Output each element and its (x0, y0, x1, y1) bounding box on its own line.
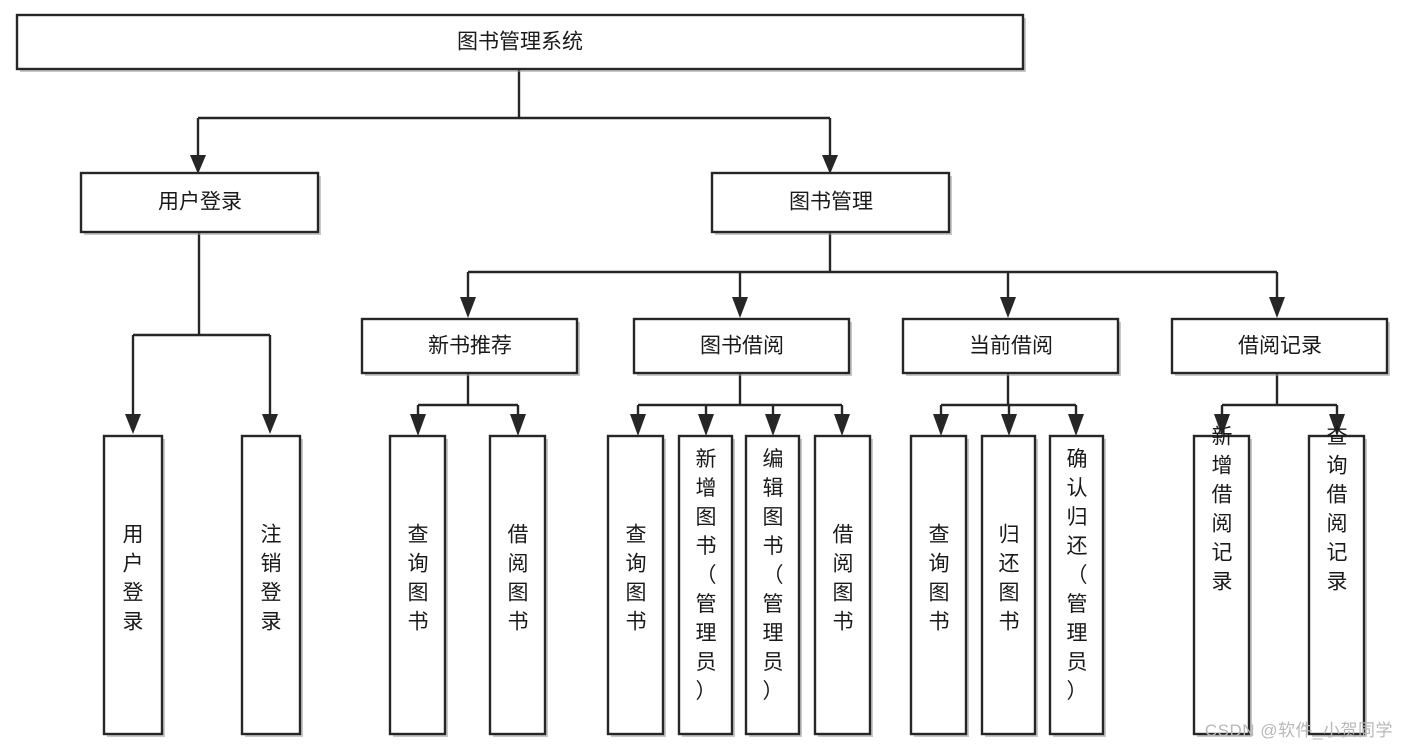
arrow-level2-current-borrow (1000, 297, 1016, 318)
node-leaf-query-book-3[interactable]: 查询图书 (909, 434, 969, 737)
node-leaf-add-record-label: 新增借阅记录 (1212, 426, 1233, 594)
arrow-bb-leaf-4 (834, 414, 850, 436)
node-leaf-borrow-book-1[interactable]: 借阅图书 (488, 434, 548, 737)
node-leaf-add-book[interactable]: 新增图书（管理员） (677, 434, 735, 737)
node-leaf-edit-book-box[interactable] (744, 434, 801, 736)
node-leaf-add-book-label: 新增图书（管理员） (696, 448, 717, 703)
node-borrow-record-label: 借阅记录 (1238, 335, 1322, 358)
node-user-login-label: 用户登录 (158, 191, 242, 214)
arrow-level2-book-borrow (732, 297, 748, 318)
arrow-bb-leaf-2 (698, 414, 714, 436)
node-leaf-confirm-return-box[interactable] (1048, 434, 1105, 736)
arrow-cb-leaf-2 (1001, 414, 1017, 436)
node-leaf-query-book-2[interactable]: 查询图书 (606, 434, 666, 737)
node-user-login-box[interactable] (79, 171, 320, 234)
node-leaf-user-login[interactable]: 用户登录 (102, 434, 165, 737)
arrow-user-login-leaf-2 (262, 414, 278, 434)
node-leaf-query-book-1[interactable]: 查询图书 (388, 434, 448, 737)
node-current-borrow[interactable]: 当前借阅 (901, 317, 1121, 376)
node-leaf-edit-book-label: 编辑图书（管理员） (763, 448, 784, 703)
node-leaf-add-record-box[interactable] (1192, 434, 1251, 736)
node-book-borrow-label: 图书借阅 (700, 335, 784, 358)
arrow-level2-new-book-recommend (460, 297, 476, 318)
node-book-management-box[interactable] (710, 171, 951, 234)
arrow-bb-leaf-1 (630, 414, 646, 436)
node-new-book-recommend-label: 新书推荐 (428, 335, 512, 358)
node-leaf-return-book-box[interactable] (980, 434, 1037, 736)
node-new-book-recommend[interactable]: 新书推荐 (360, 317, 580, 376)
node-leaf-query-book-3-label: 查询图书 (929, 524, 950, 634)
node-leaf-query-record[interactable]: 查询借阅记录 (1307, 426, 1367, 738)
arrow-br-leaf-2 (1329, 414, 1345, 436)
arrow-root-to-book-management (822, 155, 838, 174)
node-leaf-user-login-label: 用户登录 (123, 524, 144, 634)
node-leaf-borrow-book-2-box[interactable] (813, 434, 872, 736)
arrow-nbr-leaf-2 (510, 414, 526, 436)
node-leaf-query-book-2-box[interactable] (606, 434, 665, 736)
node-book-borrow-box[interactable] (632, 317, 851, 375)
node-leaf-query-book-2-label: 查询图书 (626, 524, 647, 634)
node-book-borrow[interactable]: 图书借阅 (632, 317, 852, 376)
arrow-nbr-leaf-1 (410, 414, 426, 436)
node-leaf-query-book-3-box[interactable] (909, 434, 968, 736)
node-leaf-confirm-return-label: 确认归还（管理员） (1067, 448, 1088, 703)
node-leaf-query-record-label: 查询借阅记录 (1327, 426, 1348, 594)
node-leaf-borrow-book-1-label: 借阅图书 (508, 524, 529, 634)
arrow-bb-leaf-3 (765, 414, 781, 436)
node-leaf-borrow-book-2[interactable]: 借阅图书 (813, 434, 873, 737)
arrow-cb-leaf-1 (933, 414, 949, 436)
node-root-box[interactable] (15, 13, 1025, 71)
node-leaf-edit-book[interactable]: 编辑图书（管理员） (744, 434, 802, 737)
node-leaf-add-record[interactable]: 新增借阅记录 (1192, 426, 1252, 738)
node-leaf-add-book-box[interactable] (677, 434, 734, 736)
node-leaf-confirm-return[interactable]: 确认归还（管理员） (1048, 434, 1106, 737)
node-leaf-user-logout-label: 注销登录 (261, 524, 282, 634)
node-leaf-return-book[interactable]: 归还图书 (980, 434, 1038, 737)
node-root[interactable]: 图书管理系统 (15, 13, 1026, 72)
node-leaf-return-book-label: 归还图书 (999, 524, 1020, 634)
node-root-label: 图书管理系统 (457, 31, 583, 54)
node-leaf-query-book-1-box[interactable] (388, 434, 447, 736)
arrow-br-leaf-1 (1214, 414, 1230, 436)
node-leaf-user-logout[interactable]: 注销登录 (240, 434, 303, 737)
node-current-borrow-box[interactable] (901, 317, 1120, 375)
connector-layer (125, 68, 1345, 436)
node-user-login[interactable]: 用户登录 (79, 171, 321, 235)
node-leaf-borrow-book-1-box[interactable] (488, 434, 547, 736)
arrow-cb-leaf-3 (1068, 414, 1084, 436)
node-borrow-record[interactable]: 借阅记录 (1170, 317, 1390, 376)
node-leaf-user-login-box[interactable] (102, 434, 164, 736)
arrow-root-to-user-login (190, 155, 206, 174)
node-leaf-query-book-1-label: 查询图书 (408, 524, 429, 634)
arrow-level2-borrow-record (1269, 297, 1285, 318)
node-current-borrow-label: 当前借阅 (969, 335, 1053, 358)
node-leaf-query-record-box[interactable] (1307, 434, 1366, 736)
node-leaf-borrow-book-2-label: 借阅图书 (833, 524, 854, 634)
node-book-management-label: 图书管理 (789, 191, 873, 214)
node-borrow-record-box[interactable] (1170, 317, 1389, 375)
arrow-user-login-leaf-1 (125, 414, 141, 434)
node-leaf-user-logout-box[interactable] (240, 434, 302, 736)
node-new-book-recommend-box[interactable] (360, 317, 579, 375)
node-book-management[interactable]: 图书管理 (710, 171, 952, 235)
